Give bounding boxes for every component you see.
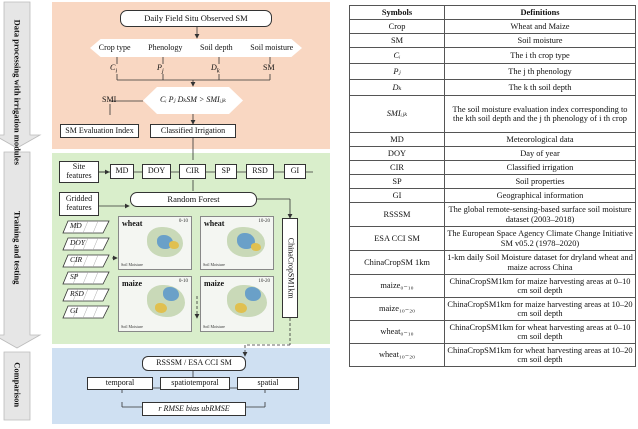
irrigation-condition-diamond: Cᵢ Pⱼ DₖSM > SMIᵢⱼₖ	[143, 87, 243, 114]
feature-md: MD	[110, 164, 134, 179]
map-maize-0-10: maize 0-10 Soil Moisture	[118, 276, 192, 332]
compare-spatiotemporal-box: spatiotemporal	[160, 377, 230, 390]
smi-label: SMI	[102, 95, 117, 104]
symbol-d: Dk	[211, 63, 220, 75]
sm-evaluation-index-box: SM Evaluation Index	[60, 124, 139, 138]
symbol-cell: maize₀₋₁₀	[349, 274, 445, 298]
definition-cell: Soil properties	[444, 174, 636, 189]
factor-soil-moisture: Soil moisture	[250, 42, 294, 52]
definition-cell: ChinaCropSM1km for maize harvesting area…	[444, 274, 636, 298]
factor-soil-depth: Soil depth	[200, 42, 233, 52]
symbol-cell: wheat₁₀₋₂₀	[349, 343, 445, 367]
symbol-cell: MD	[349, 132, 445, 147]
symbol-cell: ESA CCI SM	[349, 226, 445, 251]
definition-cell: Wheat and Maize	[444, 19, 636, 34]
gridded-features-box: Gridded features	[59, 192, 99, 216]
definition-cell: The j th phenology	[444, 63, 636, 80]
gridded-sp: SP	[62, 271, 110, 285]
symbol-sm: SM	[263, 63, 275, 72]
symbol-cell: DOY	[349, 146, 445, 161]
map-wheat-10-20: wheat 10-20 Soil Moisture	[200, 216, 274, 270]
gridded-doy: DOY	[62, 237, 110, 251]
definition-cell: The global remote-sensing-based surface …	[444, 202, 636, 227]
definition-cell: Soil moisture	[444, 33, 636, 48]
site-features-box: Site features	[59, 161, 99, 183]
definition-cell: The European Space Agency Climate Change…	[444, 226, 636, 251]
symbol-cell: ChinaCropSM 1km	[349, 250, 445, 275]
definition-cell: ChinaCropSM1km for wheat harvesting area…	[444, 320, 636, 344]
symbol-cell: Pⱼ	[349, 63, 445, 80]
map-maize-10-20: maize 10-20 Soil Moisture	[200, 276, 274, 332]
definition-cell: Meteorological data	[444, 132, 636, 147]
metrics-box: r RMSE bias ubRMSE	[142, 402, 246, 416]
table-header-row: Symbols Definitions	[349, 5, 636, 20]
feature-gi: GI	[284, 164, 306, 179]
product-box: ChinaCropSM1km	[282, 218, 298, 318]
symbol-cell: Cᵢ	[349, 47, 445, 64]
factor-crop-type: Crop type	[98, 42, 131, 52]
symbol-cell: GI	[349, 188, 445, 203]
gridded-cir: CIR	[62, 254, 110, 268]
symbol-cell: maize₁₀₋₂₀	[349, 297, 445, 321]
compare-spatial-box: spatial	[237, 377, 299, 390]
symbol-cell: SP	[349, 174, 445, 189]
map-wheat-0-10: wheat 0-10 Soil Moisture	[118, 216, 192, 270]
field-data-box: Daily Field Situ Observed SM	[120, 10, 272, 27]
definition-cell: Geographical information	[444, 188, 636, 203]
symbol-cell: Dₖ	[349, 79, 445, 96]
feature-doy: DOY	[142, 164, 171, 179]
gridded-rsd: RSD	[62, 288, 110, 302]
definition-cell: ChinaCropSM1km for wheat harvesting area…	[444, 343, 636, 367]
symbol-p: Pj	[157, 63, 164, 75]
definition-cell: The k th soil depth	[444, 79, 636, 96]
gridded-gi: GI	[62, 305, 110, 319]
header-symbols: Symbols	[349, 5, 445, 20]
feature-sp: SP	[215, 164, 237, 179]
symbol-cell: Crop	[349, 19, 445, 34]
symbol-c: Ci	[110, 63, 118, 75]
symbol-cell: SM	[349, 33, 445, 48]
factors-box: Crop type Phenology Soil depth Soil mois…	[90, 39, 302, 57]
feature-rsd: RSD	[246, 164, 274, 179]
definition-cell: The soil moisture evaluation index corre…	[444, 95, 636, 133]
symbol-cell: wheat₀₋₁₀	[349, 320, 445, 344]
compare-temporal-box: temporal	[87, 377, 153, 390]
gridded-md: MD	[62, 220, 110, 234]
definition-cell: ChinaCropSM1km for maize harvesting area…	[444, 297, 636, 321]
compare-datasets-box: RSSSM / ESA CCI SM	[142, 356, 246, 371]
symbol-cell: CIR	[349, 160, 445, 175]
symbol-cell: SMIᵢⱼₖ	[349, 95, 445, 133]
feature-cir: CIR	[179, 164, 206, 179]
definition-cell: Classified irrigation	[444, 160, 636, 175]
header-definitions: Definitions	[444, 5, 636, 20]
definition-cell: 1-km daily Soil Moisture dataset for dry…	[444, 250, 636, 275]
classified-irrigation-box: Classified Irrigation	[150, 124, 236, 138]
definition-cell: Day of year	[444, 146, 636, 161]
factor-phenology: Phenology	[148, 42, 183, 52]
random-forest-box: Random Forest	[130, 192, 257, 207]
definition-cell: The i th crop type	[444, 47, 636, 64]
symbol-cell: RSSSM	[349, 202, 445, 227]
